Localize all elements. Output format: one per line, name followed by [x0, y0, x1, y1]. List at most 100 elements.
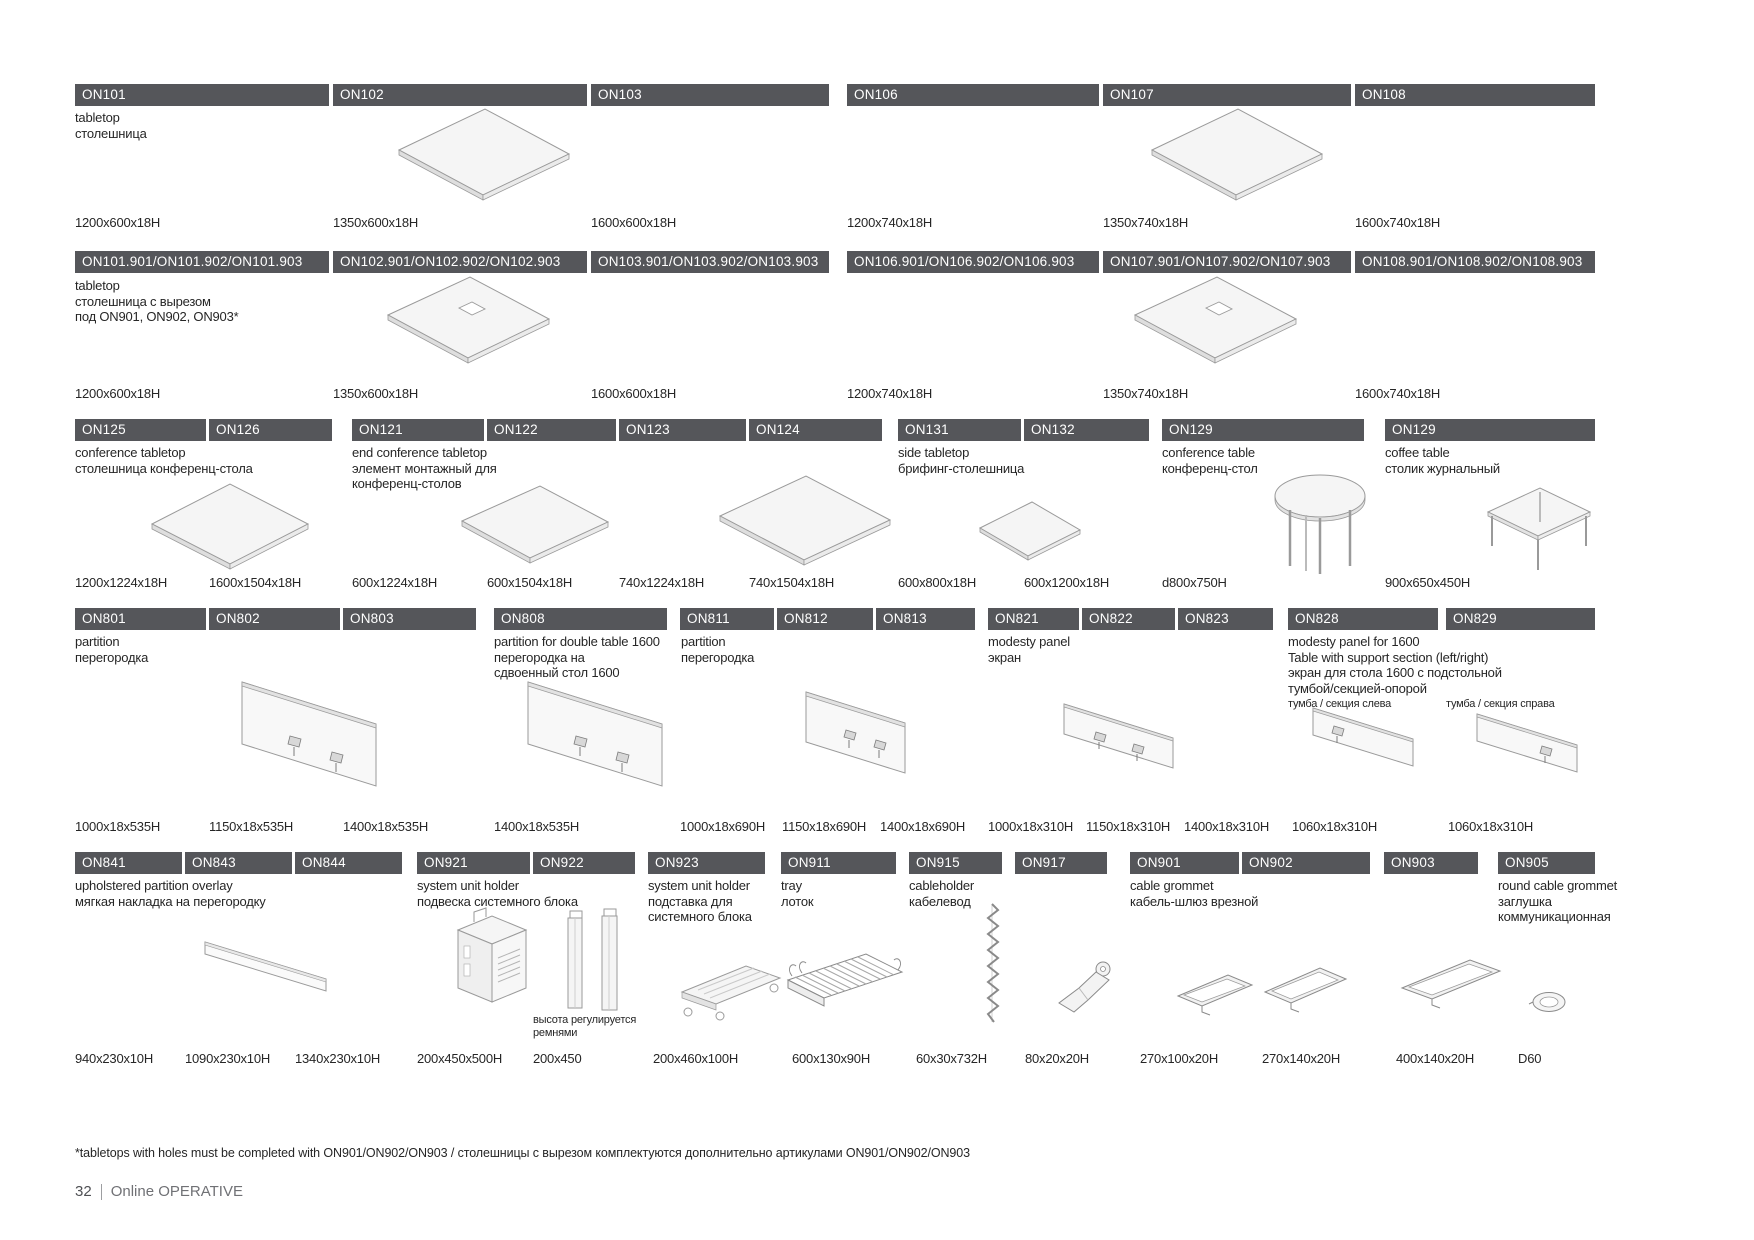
product-header-on126: ON126: [209, 419, 332, 441]
product-description: modesty panel экран: [988, 634, 1070, 665]
dimension-label: 1200x740x18H: [847, 215, 933, 230]
drawing-modesty-panel: [1056, 692, 1181, 792]
product-header-on103: ON103: [591, 84, 829, 106]
product-header-on823: ON823: [1178, 608, 1273, 630]
drawing-modesty-panel-left: [1306, 696, 1421, 788]
product-description: coffee table столик журнальный: [1385, 445, 1500, 476]
product-header-on123: ON123: [619, 419, 746, 441]
dimension-label: 1200x740x18H: [847, 386, 933, 401]
product-header-on901: ON901: [1130, 852, 1239, 874]
product-header-on106-901: ON106.901/ON106.902/ON106.903: [847, 251, 1099, 273]
product-header-on802: ON802: [209, 608, 340, 630]
product-description: cableholder кабелевод: [909, 878, 975, 909]
dimension-label: 1600x1504x18H: [209, 575, 302, 590]
dimension-label: 600x800x18H: [898, 575, 977, 590]
drawing-end-conference-element-large: [706, 468, 901, 568]
product-header-on921: ON921: [417, 852, 530, 874]
dimension-label: 1350x600x18H: [333, 386, 419, 401]
drawing-end-conference-element: [452, 476, 617, 566]
dimension-label: 600x1504x18H: [487, 575, 573, 590]
drawing-cable-grommet-small: [1172, 966, 1257, 1021]
product-description: conference tabletop столешница конференц…: [75, 445, 253, 476]
dimension-label: 80x20x20H: [1025, 1051, 1089, 1066]
dimension-label: 740x1224x18H: [619, 575, 705, 590]
product-header-on129-coffee: ON129: [1385, 419, 1595, 441]
product-description: side tabletop брифинг-столешница: [898, 445, 1025, 476]
dimension-label: 1150x18x690H: [782, 819, 867, 834]
product-header-on131: ON131: [898, 419, 1021, 441]
product-header-on811: ON811: [680, 608, 774, 630]
dimension-label: d800x750H: [1162, 575, 1227, 590]
dimension-label: 1400x18x310H: [1184, 819, 1270, 834]
dimension-label: 270x100x20H: [1140, 1051, 1219, 1066]
product-header-on821: ON821: [988, 608, 1079, 630]
catalog-title: Online OPERATIVE: [110, 1183, 243, 1200]
dimension-label: 1350x740x18H: [1103, 386, 1189, 401]
drawing-tabletop: [385, 100, 580, 205]
product-description: partition перегородка: [681, 634, 755, 665]
dimension-label: 200x450x500H: [417, 1051, 503, 1066]
dimension-label: 270x140x20H: [1262, 1051, 1341, 1066]
dimension-label: 1000x18x535H: [75, 819, 161, 834]
drawing-partition-small: [798, 678, 913, 793]
dimension-label: 900x650x450H: [1385, 575, 1471, 590]
product-header-on125: ON125: [75, 419, 206, 441]
dimension-label: 1060x18x310H: [1448, 819, 1534, 834]
dimension-label: 1200x600x18H: [75, 215, 161, 230]
dimension-label: 940x230x10H: [75, 1051, 154, 1066]
product-description: partition перегородка: [75, 634, 149, 665]
dimension-label: 400x140x20H: [1396, 1051, 1475, 1066]
drawing-cable-grommet-long: [1396, 952, 1506, 1014]
product-description: cable grommet кабель-шлюз врезной: [1130, 878, 1259, 909]
product-header-on902: ON902: [1242, 852, 1370, 874]
product-header-on841: ON841: [75, 852, 182, 874]
page-footer: 32 Online OPERATIVE: [75, 1183, 243, 1200]
drawing-partition-double: [518, 666, 673, 806]
dimension-label: 1350x600x18H: [333, 215, 419, 230]
product-header-on822: ON822: [1082, 608, 1175, 630]
product-header-on828: ON828: [1288, 608, 1438, 630]
product-header-on844: ON844: [295, 852, 402, 874]
dimension-label: 1400x18x535H: [494, 819, 580, 834]
dimension-label: 600x1200x18H: [1024, 575, 1110, 590]
product-header-on107: ON107: [1103, 84, 1351, 106]
variant-note-right: тумба / секция справа: [1446, 698, 1555, 710]
product-description: partition for double table 1600 перегоро…: [494, 634, 660, 680]
dimension-label: 1400x18x535H: [343, 819, 429, 834]
variant-note-left: тумба / секция слева: [1288, 698, 1392, 710]
product-header-on108-901: ON108.901/ON108.902/ON108.903: [1355, 251, 1595, 273]
product-header-on812: ON812: [777, 608, 873, 630]
product-header-on917: ON917: [1015, 852, 1107, 874]
product-description: upholstered partition overlay мягкая нак…: [75, 878, 266, 909]
product-header-on843: ON843: [185, 852, 292, 874]
product-header-on106: ON106: [847, 84, 1099, 106]
product-header-on813: ON813: [876, 608, 975, 630]
product-header-on107-901: ON107.901/ON107.902/ON107.903: [1103, 251, 1351, 273]
dimension-label: 740x1504x18H: [749, 575, 835, 590]
dimension-label: 1400x18x690H: [880, 819, 966, 834]
product-header-on922: ON922: [533, 852, 635, 874]
product-description: round cable grommet заглушка коммуникаци…: [1498, 878, 1618, 924]
drawing-tabletop: [1138, 100, 1333, 205]
drawing-system-unit-stand: [674, 950, 789, 1022]
dimension-label: 600x1224x18H: [352, 575, 438, 590]
drawing-conference-tabletop: [140, 472, 320, 572]
drawing-system-unit-holder-hanging: [436, 906, 536, 1021]
dimension-label: 1150x18x535H: [209, 819, 294, 834]
drawing-system-unit-straps: [556, 908, 636, 1023]
footer-divider: [100, 1183, 102, 1200]
product-header-on101-901: ON101.901/ON101.902/ON101.903: [75, 251, 329, 273]
drawing-tabletop-cutout: [375, 268, 560, 366]
product-header-on103-901: ON103.901/ON103.902/ON103.903: [591, 251, 829, 273]
dimension-label: 1090x230x10H: [185, 1051, 271, 1066]
product-description: end conference tabletop элемент монтажны…: [352, 445, 497, 491]
product-header-on102: ON102: [333, 84, 587, 106]
drawing-cable-grommet-medium: [1258, 958, 1353, 1020]
dimension-label: 200x460x100H: [653, 1051, 739, 1066]
dimension-label: 1000x18x690H: [680, 819, 766, 834]
dimension-label: 1600x740x18H: [1355, 386, 1441, 401]
product-header-on911: ON911: [781, 852, 896, 874]
dimension-label: 1600x600x18H: [591, 215, 677, 230]
product-description: tabletop столешница: [75, 110, 147, 141]
